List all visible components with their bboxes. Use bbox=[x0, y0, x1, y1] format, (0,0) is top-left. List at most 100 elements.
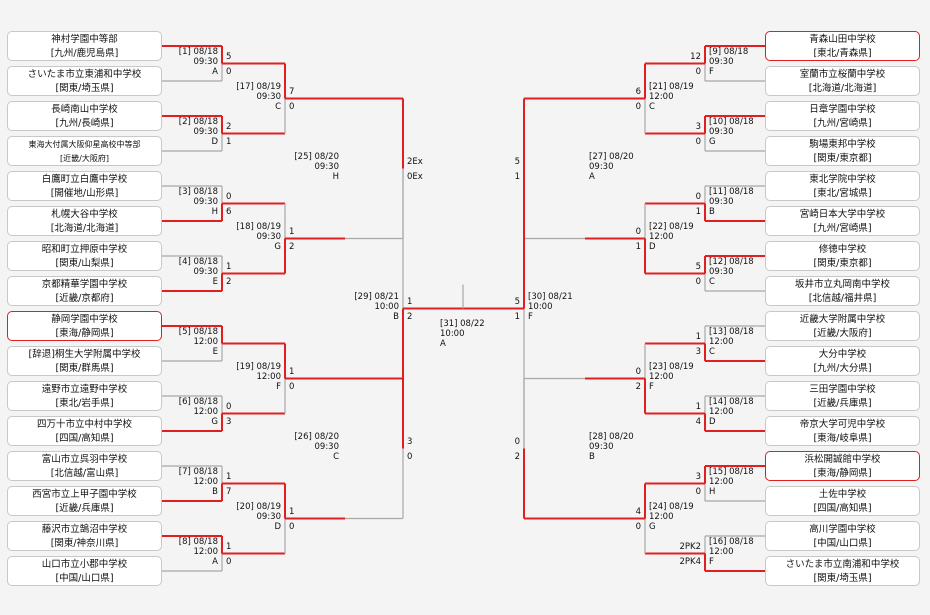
team-name: 帝京大学可児中学校 bbox=[799, 419, 886, 430]
team-name: 近畿大学附属中学校 bbox=[799, 314, 886, 325]
match-info-line: B bbox=[212, 486, 218, 497]
score-bottom: 1 bbox=[226, 136, 232, 147]
score-bottom: 0 bbox=[226, 66, 232, 77]
score-top: 1 bbox=[289, 366, 295, 377]
score-bottom: 2 bbox=[407, 311, 413, 322]
match-info-line: A bbox=[440, 338, 446, 349]
team-box: 東海大付属大阪仰星高校中等部[近畿/大阪府] bbox=[7, 136, 162, 166]
score-top: 5 bbox=[695, 261, 701, 272]
score-bottom: 0 bbox=[407, 451, 413, 462]
match-info-line: 09:30 bbox=[709, 126, 734, 137]
score-bottom: 2 bbox=[635, 381, 641, 392]
team-name: [辞退]桐生大学附属中学校 bbox=[28, 349, 141, 360]
score-bottom: 2 bbox=[289, 241, 295, 252]
score-bottom: 4 bbox=[695, 416, 701, 427]
team-name: さいたま市立南浦和中学校 bbox=[785, 559, 900, 570]
score-bottom: 3 bbox=[695, 346, 701, 357]
score-top: 5 bbox=[226, 51, 232, 62]
match-info-line: B bbox=[393, 311, 399, 322]
team-box: 青森山田中学校[東北/青森県] bbox=[765, 31, 920, 61]
score-top: 0 bbox=[635, 366, 641, 377]
match-info-line: [18] 08/19 bbox=[236, 221, 281, 232]
team-region: [九州/長崎県] bbox=[55, 118, 114, 129]
team-name: 富山市立呉羽中学校 bbox=[41, 454, 128, 465]
team-region: [近畿/大阪府] bbox=[813, 328, 872, 339]
score-top: 12 bbox=[690, 51, 701, 62]
team-box: 遠野市立遠野中学校[東北/岩手県] bbox=[7, 381, 162, 411]
match-info-line: [23] 08/19 bbox=[649, 361, 694, 372]
team-name: 宮崎日本大学中学校 bbox=[799, 209, 886, 220]
team-box: 静岡学園中学校[東海/静岡県] bbox=[7, 311, 162, 341]
match-info-line: G bbox=[649, 521, 656, 532]
score-bottom: 2PK4 bbox=[679, 556, 701, 567]
team-region: [開催地/山形県] bbox=[50, 188, 119, 199]
team-name: 東北学院中学校 bbox=[809, 174, 876, 185]
match-info-line: G bbox=[211, 416, 218, 427]
team-box: 三田学園中学校[近畿/兵庫県] bbox=[765, 381, 920, 411]
team-box: 東北学院中学校 [東北/宮城県] bbox=[765, 171, 920, 201]
match-info-line: [5] 08/18 bbox=[178, 326, 218, 337]
team-box: 高川学園中学校[中国/山口県] bbox=[765, 521, 920, 551]
score-bottom: 0 bbox=[695, 136, 701, 147]
match-info-line: 12:00 bbox=[193, 476, 219, 487]
match-info-line: [31] 08/22 bbox=[440, 318, 485, 329]
match-info-line: 09:30 bbox=[256, 511, 282, 522]
match-info-line: 10:00 bbox=[528, 301, 553, 312]
match-info-line: F bbox=[709, 66, 714, 77]
match-info-line: F bbox=[649, 381, 654, 392]
team-box: 駒場東邦中学校[関東/東京都] bbox=[765, 136, 920, 166]
team-name: 土佐中学校 bbox=[818, 489, 867, 500]
team-name: 修徳中学校 bbox=[818, 244, 867, 255]
match-info-line: 09:30 bbox=[314, 441, 340, 452]
match-info-line: A bbox=[212, 66, 218, 77]
score-top: 2 bbox=[226, 121, 232, 132]
team-box: 帝京大学可児中学校[東海/岐阜県] bbox=[765, 416, 920, 446]
team-region: [関東/神奈川県] bbox=[50, 538, 119, 549]
team-region: [東北/青森県] bbox=[813, 48, 872, 59]
match-info-line: 09:30 bbox=[193, 126, 219, 137]
match-info-line: 09:30 bbox=[709, 196, 734, 207]
team-name: 日章学園中学校 bbox=[809, 104, 876, 115]
team-name: 室蘭市立桜蘭中学校 bbox=[799, 69, 886, 80]
score-bottom: 1 bbox=[635, 241, 641, 252]
team-name: 遠野市立遠野中学校 bbox=[41, 384, 128, 395]
team-name: 坂井市立丸岡南中学校 bbox=[794, 279, 890, 290]
score-top: 1 bbox=[289, 506, 295, 517]
match-info-line: [22] 08/19 bbox=[649, 221, 694, 232]
score-bottom: 0 bbox=[226, 556, 232, 567]
match-info-line: 09:30 bbox=[709, 56, 734, 67]
team-region: [東北/宮城県] bbox=[813, 188, 872, 199]
match-info-line: 12:00 bbox=[649, 91, 674, 102]
team-region: [北海道/北海道] bbox=[50, 223, 119, 234]
team-box: 昭和町立押原中学校[関東/山梨県] bbox=[7, 241, 162, 271]
team-region: [東海/静岡県] bbox=[55, 328, 114, 339]
match-info-line: D bbox=[709, 416, 716, 427]
match-info-line: 09:30 bbox=[256, 231, 282, 242]
score-top: 1 bbox=[407, 296, 413, 307]
score-top: 2Ex bbox=[407, 156, 423, 167]
score-top: 7 bbox=[289, 86, 295, 97]
match-info-line: D bbox=[274, 521, 281, 532]
match-info-line: C bbox=[649, 101, 655, 112]
match-info-line: [10] 08/18 bbox=[709, 116, 754, 127]
match-info-line: [9] 08/18 bbox=[709, 46, 749, 57]
team-box: 白鷹町立白鷹中学校[開催地/山形県] bbox=[7, 171, 162, 201]
match-info-line: C bbox=[333, 451, 339, 462]
match-info-line: 09:30 bbox=[709, 266, 734, 277]
team-region: [中国/山口県] bbox=[813, 538, 872, 549]
